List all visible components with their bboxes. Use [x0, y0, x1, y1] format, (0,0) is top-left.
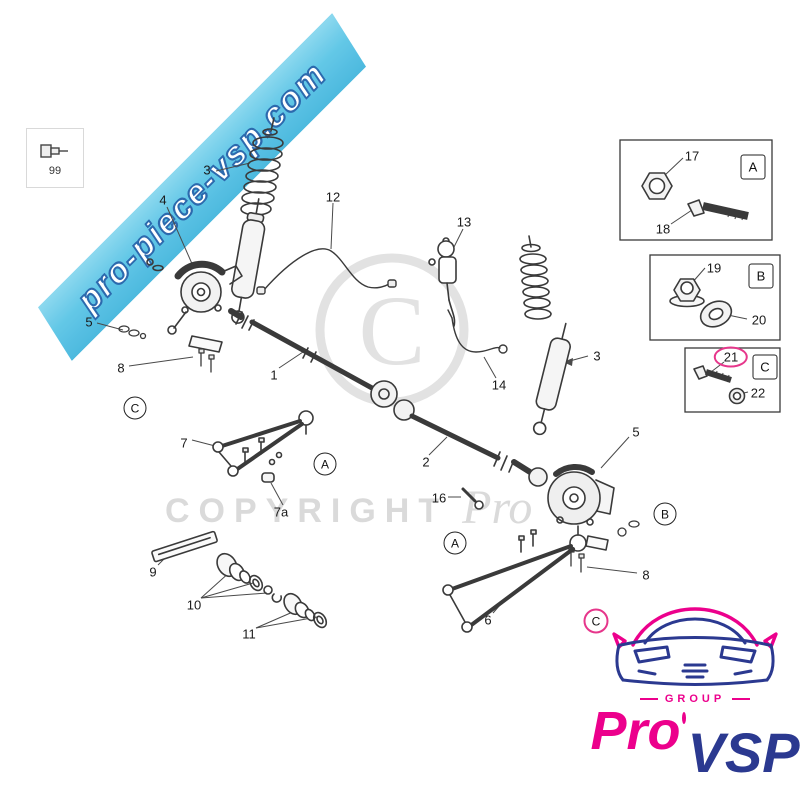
- lower-arm-right: [442, 525, 587, 633]
- big-c-watermark: C: [315, 253, 469, 407]
- svg-text:C: C: [359, 275, 426, 386]
- driveshaft-1: [228, 308, 398, 408]
- part-label-5: 5: [632, 424, 640, 440]
- logo-dash-left: [639, 698, 658, 700]
- copyright-watermark: COPYRIGHT Pro: [165, 476, 532, 534]
- part-label-21: 21: [713, 346, 749, 368]
- boot-kit-10: [216, 552, 283, 603]
- part-thumbnail: 99: [26, 128, 84, 188]
- logo-group-text: GROUP: [664, 693, 726, 705]
- cable: [447, 309, 508, 354]
- driveshaft-2: [393, 399, 548, 487]
- part-label-3: 3: [203, 162, 211, 178]
- marker-b-circle: B: [653, 502, 677, 526]
- part-label-14: 14: [491, 377, 507, 393]
- part-label-7: 7: [180, 435, 188, 451]
- part-label-1: 1: [270, 367, 278, 383]
- logo-group-row: GROUP: [600, 693, 790, 705]
- inset-b-parts: [669, 278, 733, 328]
- clip-16: [461, 487, 484, 510]
- shock-absorber-right: [532, 322, 571, 436]
- marker-c-box: C: [752, 354, 778, 380]
- master-cylinder: [428, 237, 457, 327]
- part-label-7a: 7a: [273, 504, 289, 520]
- part-label-6: 6: [484, 612, 492, 628]
- brake-line: [256, 248, 397, 295]
- marker-a-circle: A: [313, 452, 337, 476]
- provsp-logo: GROUP Pro VSP: [590, 583, 800, 780]
- thumbnail-part-icon: [40, 144, 68, 158]
- inset-a-parts: [641, 172, 749, 221]
- part-label-12: 12: [325, 189, 341, 205]
- marker-a-box: A: [740, 154, 766, 180]
- thumbnail-label: 99: [48, 165, 62, 177]
- copyright-text: COPYRIGHT: [165, 492, 449, 530]
- copyright-script-text: Pro: [462, 481, 533, 534]
- small-fasteners-right: [568, 520, 640, 573]
- logo-vsp-text: VSP: [687, 721, 800, 784]
- logo-dash-right: [732, 698, 751, 700]
- lower-arm-left: [212, 410, 314, 483]
- small-fasteners-left: [118, 325, 215, 373]
- plate-9: [151, 530, 218, 563]
- part-label-18: 18: [655, 221, 671, 237]
- parts: [118, 117, 640, 633]
- coil-spring-right: [519, 235, 552, 320]
- hub-knuckle-left: [146, 258, 243, 353]
- part-label-16: 16: [431, 490, 447, 506]
- part-label-2: 2: [422, 454, 430, 470]
- part-label-20: 20: [751, 312, 767, 328]
- part-label-9: 9: [149, 564, 157, 580]
- logo-pro-text: Pro: [590, 701, 681, 761]
- part-label-17: 17: [684, 148, 700, 164]
- part-label-19: 19: [706, 260, 722, 276]
- part-label-5: 5: [85, 314, 93, 330]
- part-label-3: 3: [593, 348, 601, 364]
- inset-c-parts: [693, 365, 746, 405]
- part-label-8: 8: [117, 360, 125, 376]
- logo-dot-icon: [682, 712, 687, 724]
- part-label-11: 11: [242, 626, 256, 642]
- part-label-8: 8: [642, 567, 650, 583]
- part-label-13: 13: [456, 214, 472, 230]
- marker-c-circle-pink: C: [583, 608, 609, 634]
- part-label-4: 4: [159, 192, 167, 208]
- hub-knuckle-right: [547, 463, 615, 551]
- boot-kit-11: [283, 592, 328, 629]
- logo-wordmark: Pro VSP: [590, 704, 799, 780]
- car-logo-icon: [612, 607, 778, 686]
- part-label-22: 22: [750, 385, 766, 401]
- marker-b-box: B: [748, 263, 774, 289]
- shock-absorber-left: [231, 198, 266, 324]
- marker-c-circle: C: [123, 396, 147, 420]
- part-label-10: 10: [186, 597, 202, 613]
- marker-a-circle: A: [443, 531, 467, 555]
